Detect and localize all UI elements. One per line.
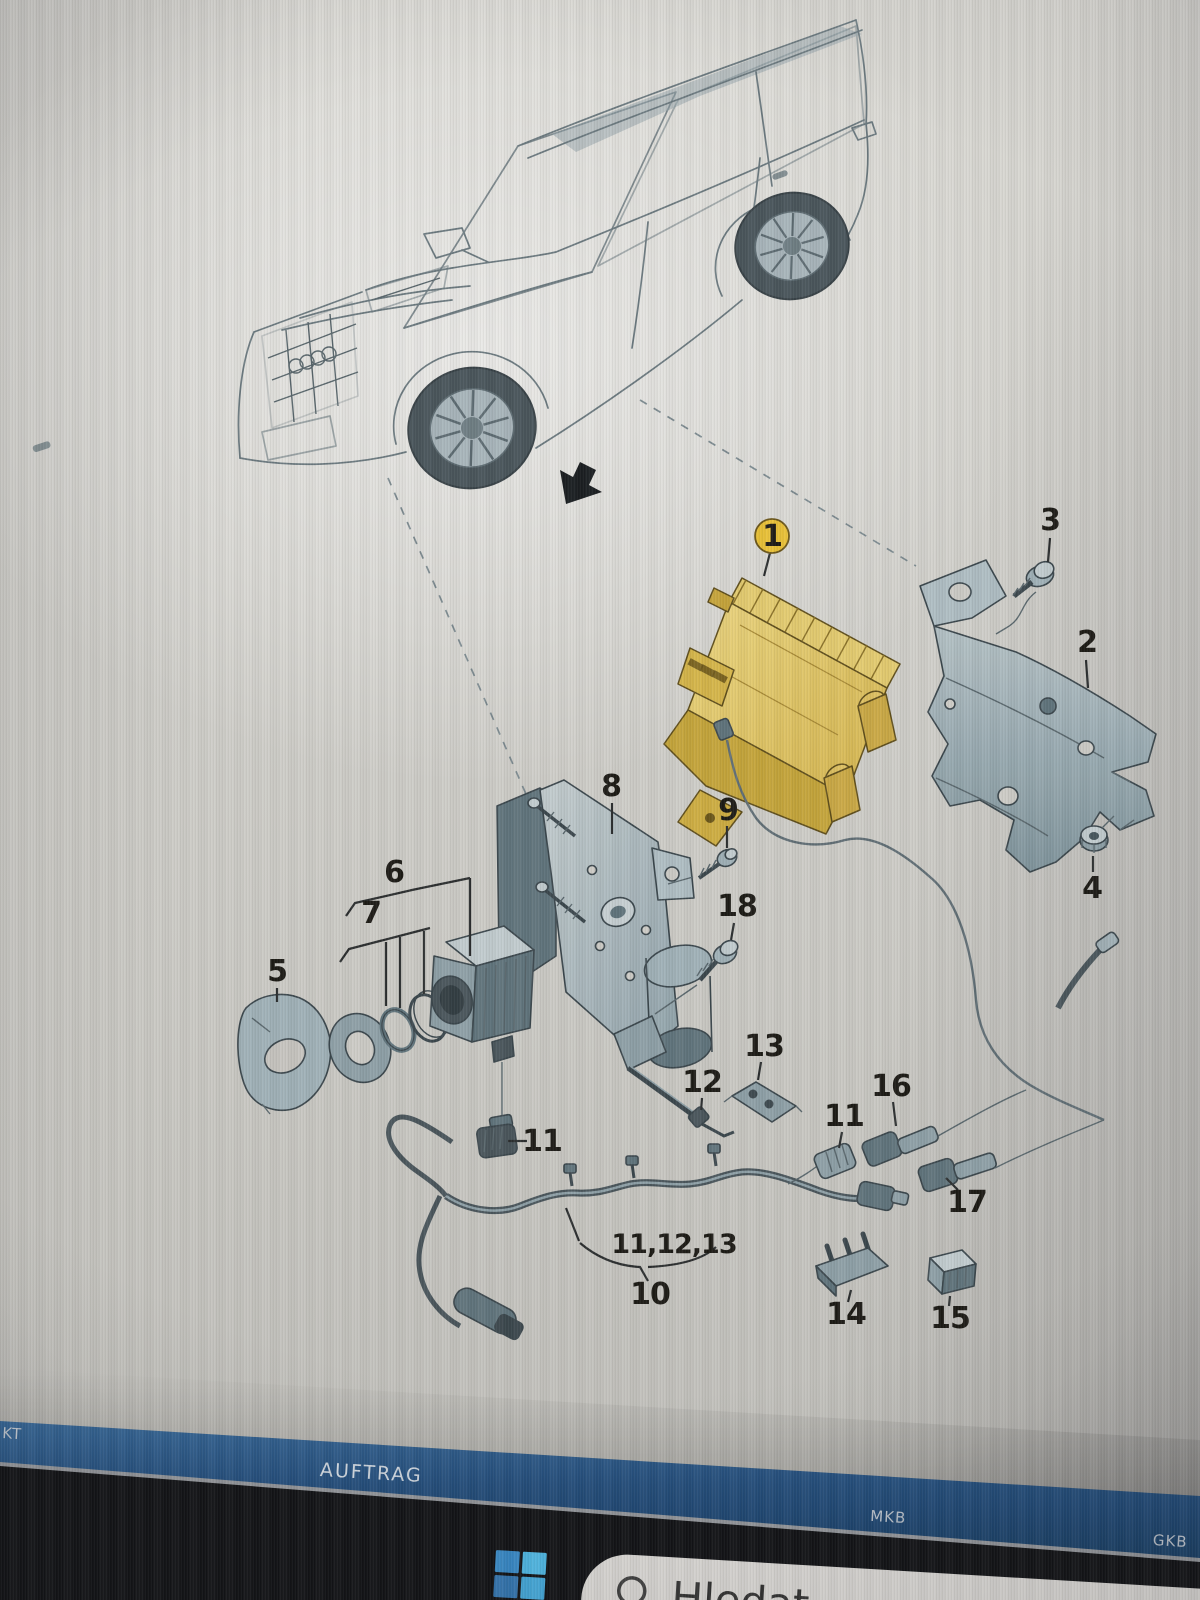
part-label-17[interactable]: 17 xyxy=(947,1185,988,1220)
front-wheel xyxy=(407,366,537,490)
part-label-15[interactable]: 15 xyxy=(930,1301,971,1336)
air-intake xyxy=(261,415,337,461)
part-17-connector[interactable] xyxy=(917,1119,1105,1193)
part-13-retainer[interactable] xyxy=(723,1081,803,1123)
car-illustration xyxy=(32,19,877,504)
part-label-11-right[interactable]: 11 xyxy=(824,1099,865,1134)
location-marker-arrow xyxy=(560,462,602,504)
part-14-clip[interactable] xyxy=(815,1231,889,1297)
part-label-2[interactable]: 2 xyxy=(1077,625,1098,660)
part-label-5[interactable]: 5 xyxy=(267,954,288,989)
harness-sensor-head xyxy=(453,1287,524,1341)
windshield xyxy=(403,91,677,329)
callout-labels: 1 3 2 4 8 9 18 6 7 5 13 12 11 16 11 17 1 xyxy=(267,503,1103,1336)
part-label-3[interactable]: 3 xyxy=(1040,503,1061,538)
part-11-connector-left[interactable] xyxy=(476,1113,518,1159)
part-label-1[interactable]: 1 xyxy=(762,519,783,554)
part-label-9[interactable]: 9 xyxy=(718,793,739,828)
side-mirror xyxy=(423,227,471,259)
antenna-cable-end xyxy=(1055,931,1120,1010)
part-label-7[interactable]: 7 xyxy=(361,896,382,931)
part-label-10[interactable]: 10 xyxy=(630,1277,671,1312)
part-1-control-unit[interactable] xyxy=(663,577,901,847)
part-6-front-camera[interactable] xyxy=(426,925,535,1063)
part-label-18[interactable]: 18 xyxy=(717,889,758,924)
gkb-button[interactable]: GKB xyxy=(1152,1531,1188,1551)
mkb-button[interactable]: MKB xyxy=(870,1507,907,1527)
part-label-12[interactable]: 12 xyxy=(682,1065,723,1100)
group-label-11-12-13[interactable]: 11,12,13 xyxy=(611,1229,737,1260)
rear-wheel xyxy=(734,191,850,301)
part-label-16[interactable]: 16 xyxy=(871,1069,912,1104)
part-label-6[interactable]: 6 xyxy=(384,855,405,890)
part-label-13[interactable]: 13 xyxy=(744,1029,785,1064)
part-label-4[interactable]: 4 xyxy=(1082,871,1103,906)
part-label-8[interactable]: 8 xyxy=(601,769,622,804)
status-bar-left-partial-text: KT xyxy=(2,1424,23,1443)
part-label-14[interactable]: 14 xyxy=(826,1297,867,1332)
part-11-connector-right[interactable] xyxy=(813,1142,858,1180)
part-label-11-left[interactable]: 11 xyxy=(522,1124,563,1159)
door-handle xyxy=(32,441,51,452)
part-5-cover[interactable] xyxy=(237,993,332,1115)
harness-end-connector xyxy=(856,1180,910,1212)
part-15-connector-housing[interactable] xyxy=(927,1249,977,1295)
part-2-bracket[interactable] xyxy=(919,559,1157,873)
